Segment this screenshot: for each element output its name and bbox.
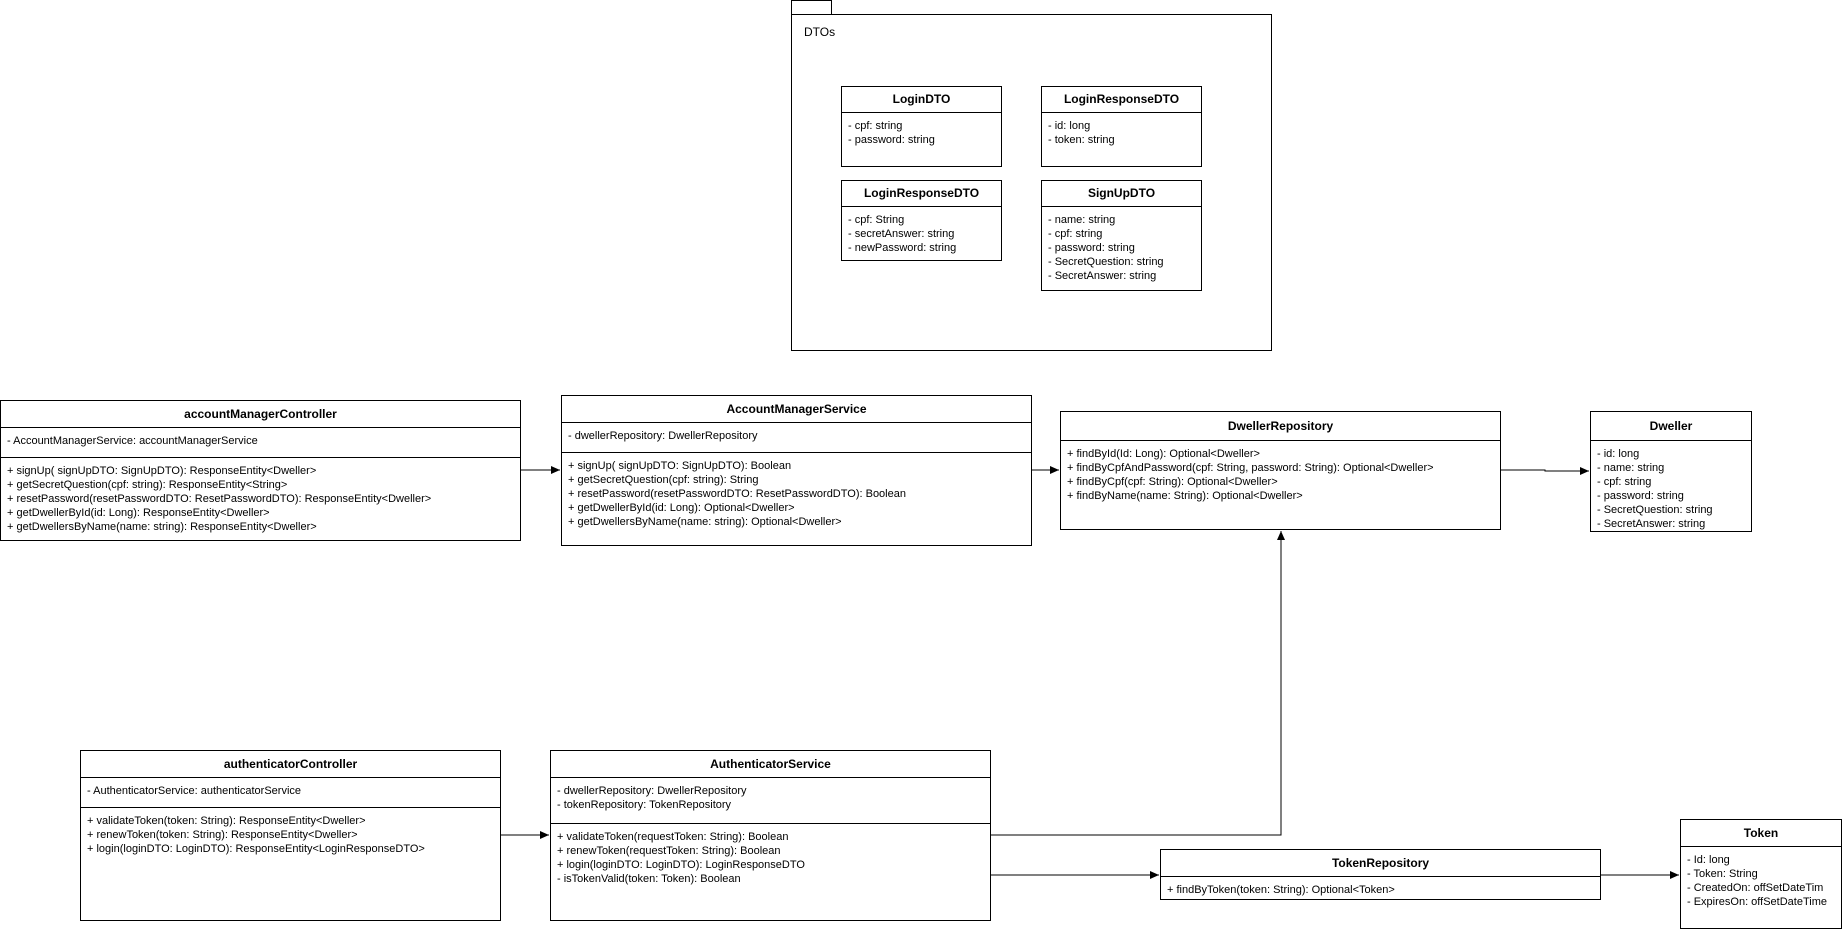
attribute-row: - secretAnswer: string: [848, 228, 955, 240]
method-row: + login(loginDTO: LoginDTO): LoginRespon…: [557, 859, 805, 871]
attribute-row: - SecretQuestion: string: [1597, 504, 1713, 516]
method-row: + findById(Id: Long): Optional<Dweller>: [1067, 448, 1260, 460]
method-row: + findByCpf(cpf: String): Optional<Dwell…: [1067, 476, 1278, 488]
method-row: + getDwellersByName(name: string): Optio…: [568, 516, 842, 528]
dtos-package-tab: [791, 0, 832, 15]
method-row: + findByToken(token: String): Optional<T…: [1167, 884, 1395, 896]
method-row: + getSecretQuestion(cpf: string): Respon…: [7, 479, 288, 491]
attributes-section: - cpf: string - password: string: [842, 112, 1001, 151]
method-row: + validateToken(token: String): Response…: [87, 815, 366, 827]
attributes-section: - dwellerRepository: DwellerRepository - …: [551, 777, 990, 823]
attribute-row: - cpf: string: [1048, 228, 1103, 240]
attributes-section: - AccountManagerService: accountManagerS…: [1, 427, 520, 457]
attribute-row: - SecretQuestion: string: [1048, 256, 1164, 268]
method-row: + findByCpfAndPassword(cpf: String, pass…: [1067, 462, 1434, 474]
attribute-row: - Id: long: [1687, 854, 1730, 866]
method-row: + findByName(name: String): Optional<Dwe…: [1067, 490, 1303, 502]
class-name: AuthenticatorService: [710, 757, 831, 771]
methods-section: + findByToken(token: String): Optional<T…: [1161, 876, 1600, 901]
attribute-row: - name: string: [1597, 462, 1665, 474]
class-name: AccountManagerService: [726, 402, 867, 416]
attribute-row: - CreatedOn: offSetDateTim: [1687, 882, 1824, 894]
methods-section: + validateToken(requestToken: String): B…: [551, 823, 990, 890]
attributes-section: - id: long - token: string: [1042, 112, 1201, 151]
class-name: authenticatorController: [223, 757, 358, 771]
class-login-response-dto[interactable]: LoginResponseDTO - id: long - token: strin…: [1041, 86, 1202, 167]
method-row: - isTokenValid(token: Token): Boolean: [557, 873, 741, 885]
attribute-row: - cpf: string: [848, 120, 903, 132]
class-authenticator-service[interactable]: AuthenticatorService - dwellerRepository:…: [550, 750, 991, 921]
attribute-row: - dwellerRepository: DwellerRepository: [557, 785, 747, 797]
class-reset-password-dto[interactable]: LoginResponseDTO - cpf: String - secretAns…: [841, 180, 1002, 261]
class-name: Token: [1743, 826, 1779, 840]
class-login-dto[interactable]: LoginDTO - cpf: string - password: string: [841, 86, 1002, 167]
attribute-row: - AccountManagerService: accountManagerS…: [7, 435, 258, 447]
attribute-row: - password: string: [1048, 242, 1135, 254]
attribute-row: - AuthenticatorService: authenticatorSer…: [87, 785, 302, 797]
attribute-row: - ExpiresOn: offSetDateTime: [1687, 896, 1827, 908]
package-label: DTOs: [804, 25, 836, 39]
method-row: + signUp( signUpDTO: SignUpDTO): Boolean: [568, 460, 792, 472]
method-row: + resetPassword(resetPasswordDTO: ResetP…: [568, 488, 906, 500]
class-token-repository[interactable]: TokenRepository + findByToken(token: Stri…: [1160, 849, 1601, 900]
class-account-manager-service[interactable]: AccountManagerService - dwellerRepository…: [561, 395, 1032, 546]
attribute-row: - cpf: string: [1597, 476, 1652, 488]
attribute-row: - Token: String: [1687, 868, 1758, 880]
class-name: DwellerRepository: [1227, 419, 1334, 433]
attributes-section: - AuthenticatorService: authenticatorSer…: [81, 777, 500, 807]
method-row: + getDwellersByName(name: string): Respo…: [7, 521, 317, 533]
attribute-row: - id: long: [1048, 120, 1091, 132]
attribute-row: - name: string: [1048, 214, 1116, 226]
attribute-row: - token: string: [1048, 134, 1115, 146]
methods-section: + signUp( signUpDTO: SignUpDTO): Boolean…: [562, 452, 1031, 533]
attributes-section: - dwellerRepository: DwellerRepository: [562, 422, 1031, 452]
attributes-section: - Id: long - Token: String - CreatedOn: of…: [1681, 846, 1841, 913]
method-row: + validateToken(requestToken: String): B…: [557, 831, 789, 843]
class-name: LoginResponseDTO: [863, 186, 980, 200]
class-name: SignUpDTO: [1087, 186, 1156, 200]
method-row: + renewToken(token: String): ResponseEnt…: [87, 829, 358, 841]
attributes-section: - name: string - cpf: string - password: s…: [1042, 206, 1201, 287]
attribute-row: - newPassword: string: [848, 242, 957, 254]
method-row: + signUp( signUpDTO: SignUpDTO): Respons…: [7, 465, 317, 477]
class-dweller-repository[interactable]: DwellerRepository + findById(Id: Long): O…: [1060, 411, 1501, 530]
method-row: + resetPassword(resetPasswordDTO: ResetP…: [7, 493, 432, 505]
attribute-row: - SecretAnswer: string: [1597, 518, 1706, 530]
class-authenticator-controller[interactable]: authenticatorController - AuthenticatorSe…: [80, 750, 501, 921]
edge-dweller-repository-to-dweller: [1501, 467, 1589, 475]
attribute-row: - id: long: [1597, 448, 1640, 460]
attribute-row: - password: string: [1597, 490, 1684, 502]
attribute-row: - password: string: [848, 134, 935, 146]
attributes-section: - id: long - name: string - cpf: string - p…: [1591, 440, 1751, 535]
attributes-section: - cpf: String - secretAnswer: string - new…: [842, 206, 1001, 259]
attribute-row: - tokenRepository: TokenRepository: [557, 799, 732, 811]
class-name: accountManagerController: [184, 407, 337, 421]
class-token[interactable]: Token - Id: long - Token: String - CreatedO…: [1680, 819, 1842, 929]
methods-section: + findById(Id: Long): Optional<Dweller> +…: [1061, 440, 1500, 507]
class-dweller[interactable]: Dweller - id: long - name: string - cpf: st…: [1590, 411, 1752, 532]
attribute-row: - SecretAnswer: string: [1048, 270, 1157, 282]
method-row: + getDwellerById(id: Long): ResponseEnti…: [7, 507, 270, 519]
class-name: TokenRepository: [1331, 856, 1430, 870]
method-row: + renewToken(requestToken: String): Bool…: [557, 845, 781, 857]
class-sign-up-dto[interactable]: SignUpDTO - name: string - cpf: string - pa…: [1041, 180, 1202, 291]
method-row: + getSecretQuestion(cpf: string): String: [568, 474, 759, 486]
class-name: LoginResponseDTO: [1063, 92, 1180, 106]
dtos-package[interactable]: DTOs: [791, 14, 1272, 351]
class-name: LoginDTO: [892, 92, 951, 106]
attribute-row: - cpf: String: [848, 214, 905, 226]
class-name: Dweller: [1649, 419, 1693, 433]
methods-section: + signUp( signUpDTO: SignUpDTO): Respons…: [1, 457, 520, 538]
methods-section: + validateToken(token: String): Response…: [81, 807, 500, 860]
method-row: + getDwellerById(id: Long): Optional<Dwe…: [568, 502, 795, 514]
class-account-manager-controller[interactable]: accountManagerController - AccountManager…: [0, 400, 521, 541]
edge-auth-service-to-dweller-repository: [991, 531, 1285, 836]
method-row: + login(loginDTO: LoginDTO): ResponseEnt…: [87, 843, 425, 855]
attribute-row: - dwellerRepository: DwellerRepository: [568, 430, 758, 442]
